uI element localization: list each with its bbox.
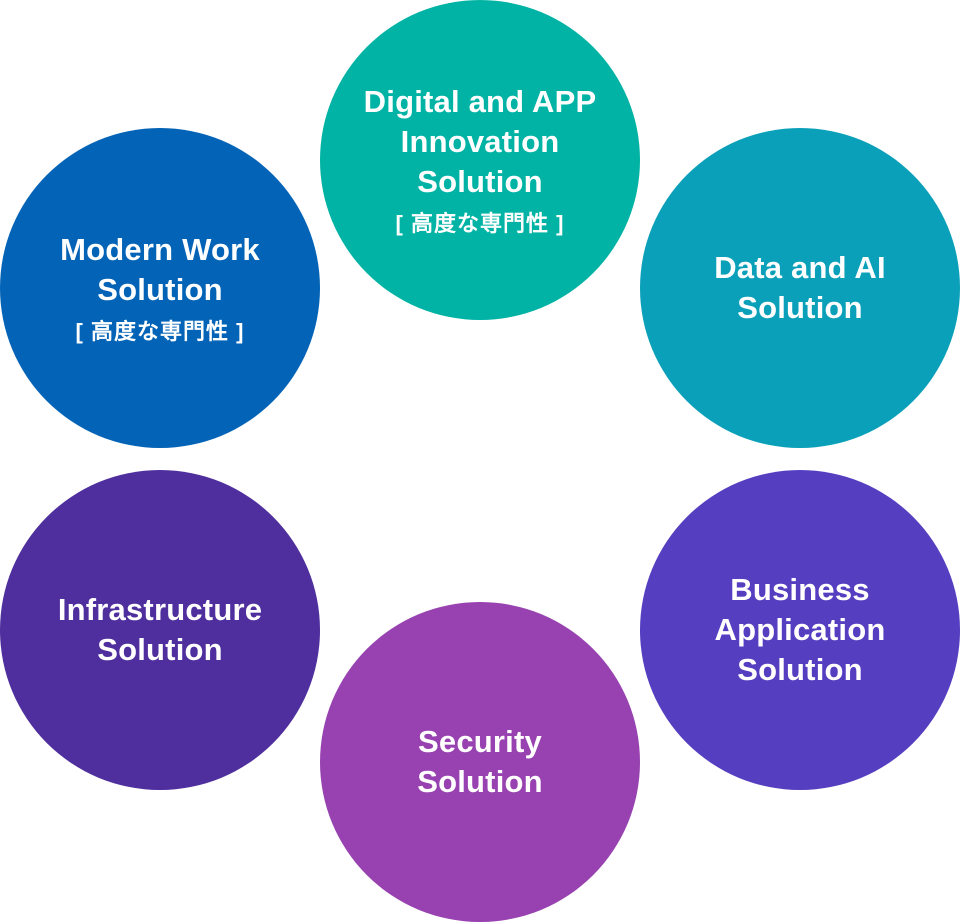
- circle-title: Modern Work Solution: [60, 232, 260, 307]
- digital-app-innovation-circle: Digital and APP Innovation Solution [ 高度…: [320, 0, 640, 320]
- modern-work-circle: Modern Work Solution [ 高度な専門性 ]: [0, 128, 320, 448]
- circle-title: Security Solution: [417, 724, 543, 799]
- circle-tag: [ 高度な専門性 ]: [75, 319, 245, 344]
- circle-title: Infrastructure Solution: [57, 592, 263, 667]
- business-application-circle: Business Application Solution: [640, 470, 960, 790]
- circle-title: Digital and APP Innovation Solution: [363, 84, 597, 199]
- security-circle: Security Solution: [320, 602, 640, 922]
- circle-tag: [ 高度な専門性 ]: [395, 211, 565, 236]
- infrastructure-circle: Infrastructure Solution: [0, 470, 320, 790]
- circle-title: Business Application Solution: [714, 572, 886, 687]
- circle-title: Data and AI Solution: [714, 250, 886, 325]
- data-ai-circle: Data and AI Solution: [640, 128, 960, 448]
